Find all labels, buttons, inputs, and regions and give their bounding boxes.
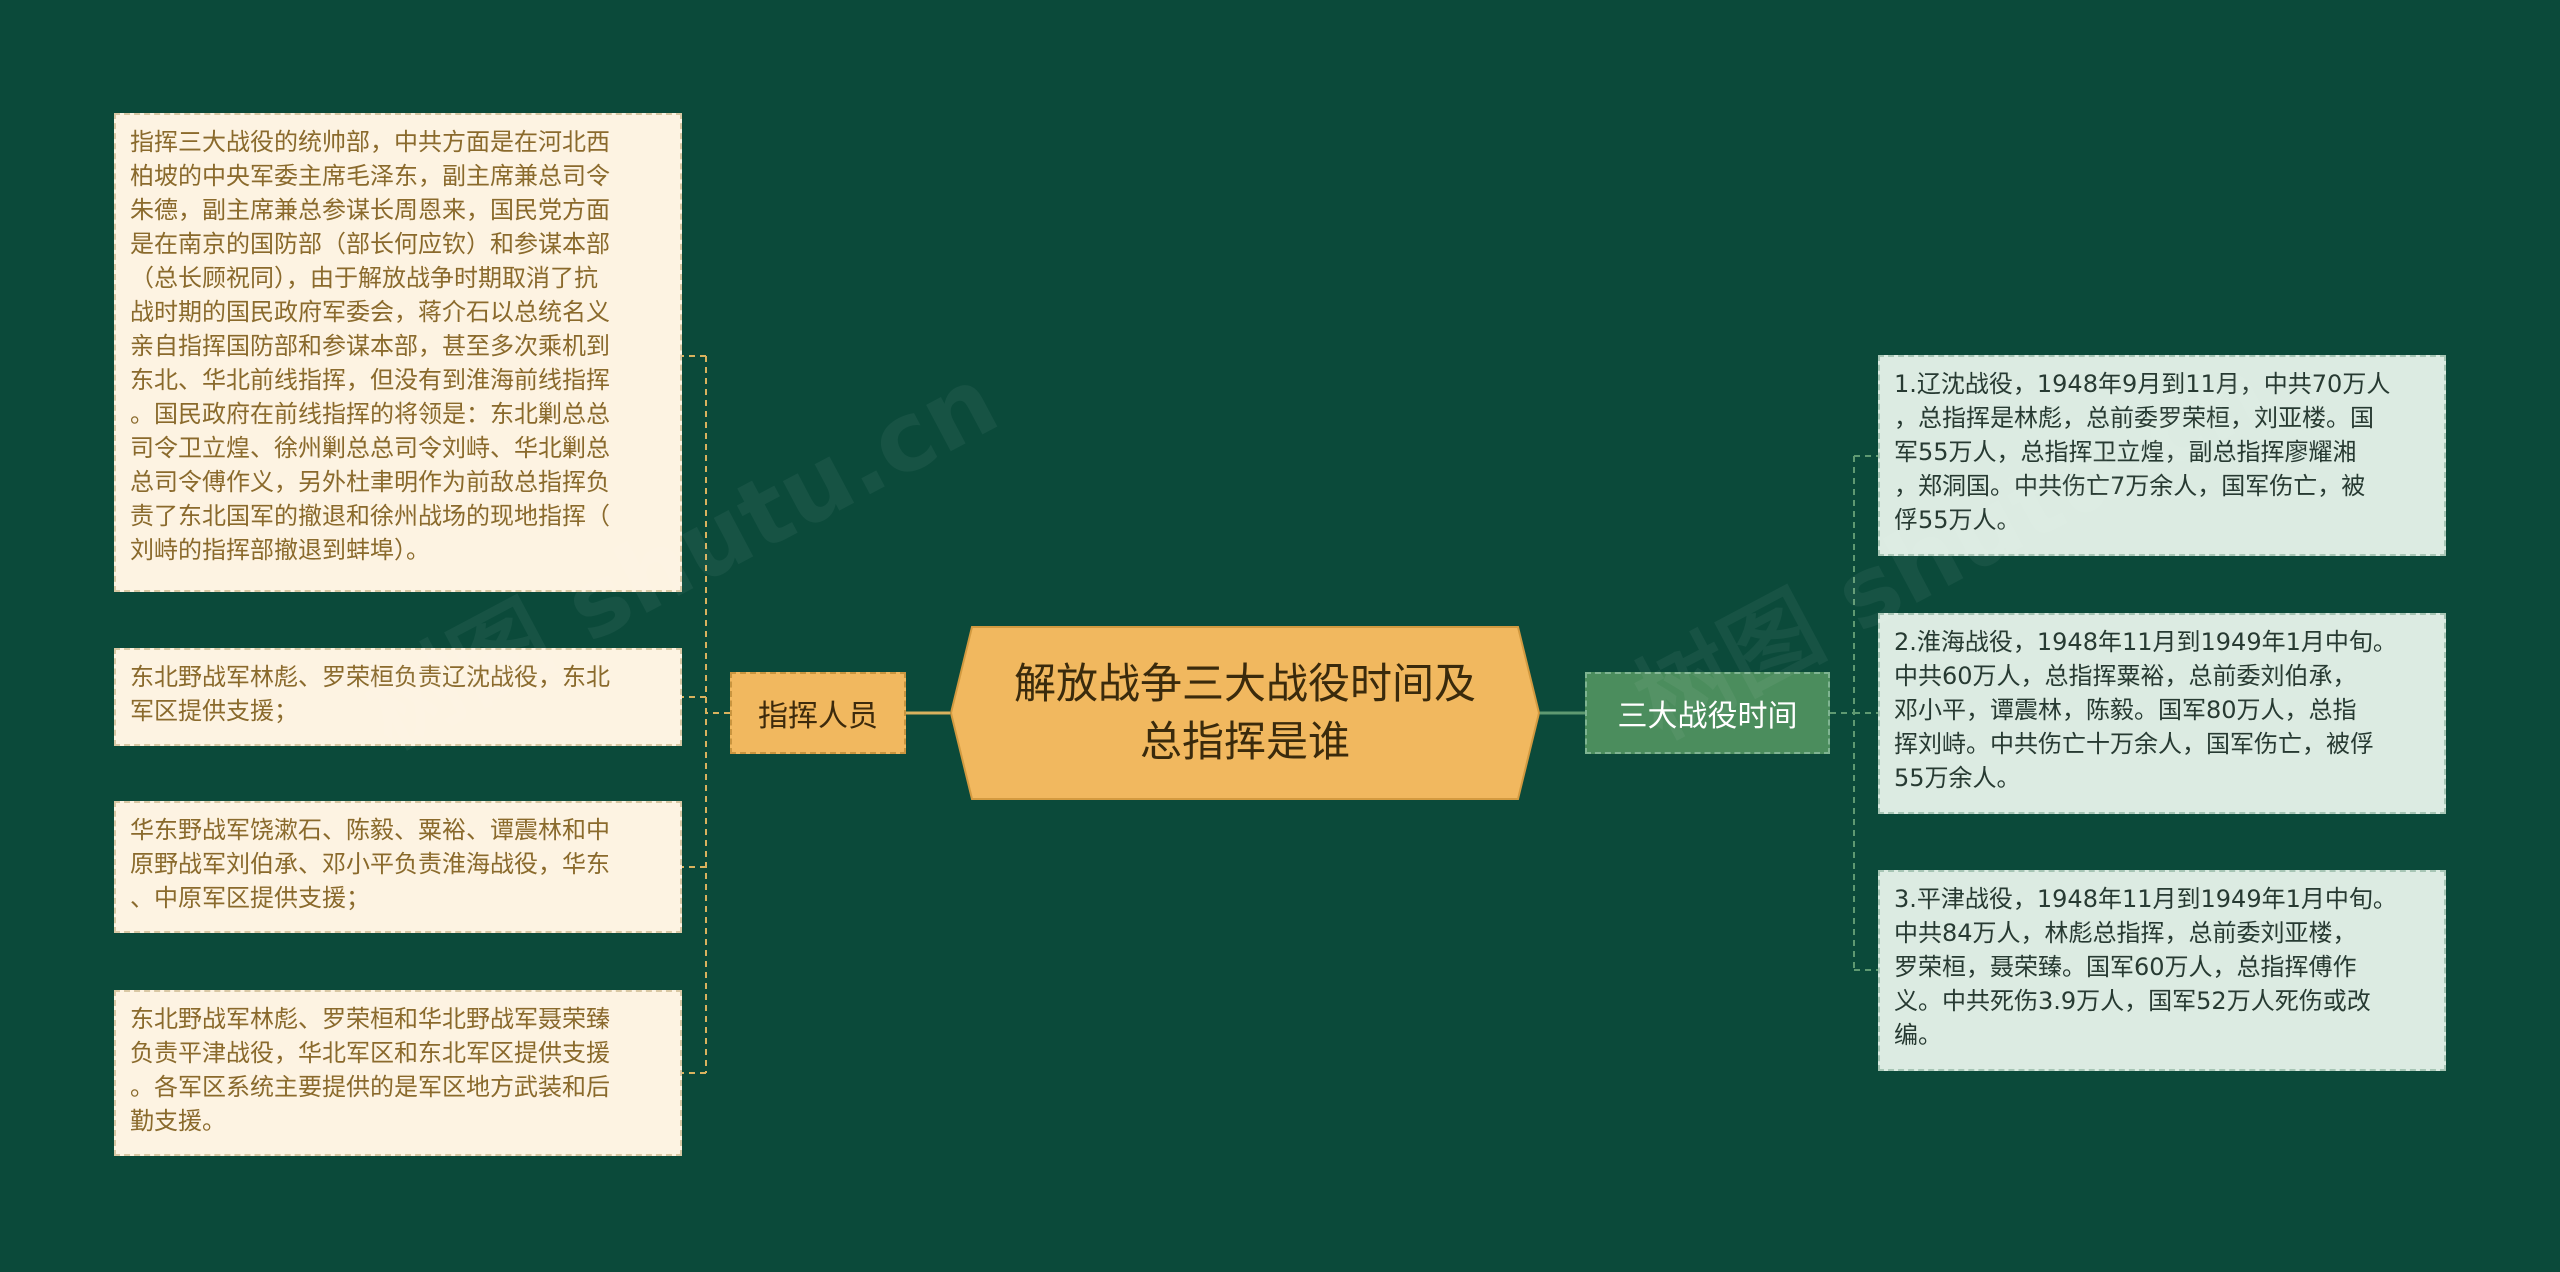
leaf-command-personnel-1[interactable]: 指挥三大战役的统帅部，中共方面是在河北西 柏坡的中央军委主席毛泽东，副主席兼总司… — [114, 113, 682, 592]
leaf-command-personnel-2[interactable]: 东北野战军林彪、罗荣桓负责辽沈战役，东北 军区提供支援； — [114, 648, 682, 746]
leaf-campaign-liaoshen[interactable]: 1.辽沈战役，1948年9月到11月，中共70万人 ，总指挥是林彪，总前委罗荣桓… — [1878, 355, 2446, 556]
leaf-campaign-huaihai[interactable]: 2.淮海战役，1948年11月到1949年1月中旬。 中共60万人，总指挥粟裕，… — [1878, 613, 2446, 814]
leaf-command-personnel-4[interactable]: 东北野战军林彪、罗荣桓和华北野战军聂荣臻 负责平津战役，华北军区和东北军区提供支… — [114, 990, 682, 1156]
leaf-command-personnel-3[interactable]: 华东野战军饶漱石、陈毅、粟裕、谭震林和中 原野战军刘伯承、邓小平负责淮海战役，华… — [114, 801, 682, 933]
leaf-campaign-pingjin[interactable]: 3.平津战役，1948年11月到1949年1月中旬。 中共84万人，林彪总指挥，… — [1878, 870, 2446, 1071]
central-topic[interactable]: 解放战争三大战役时间及 总指挥是谁 — [950, 626, 1540, 800]
central-topic-shape — [950, 626, 1540, 800]
branch-command-personnel[interactable]: 指挥人员 — [730, 672, 906, 754]
branch-campaign-times[interactable]: 三大战役时间 — [1585, 672, 1830, 754]
central-topic-title: 解放战争三大战役时间及 总指挥是谁 — [1013, 659, 1476, 766]
